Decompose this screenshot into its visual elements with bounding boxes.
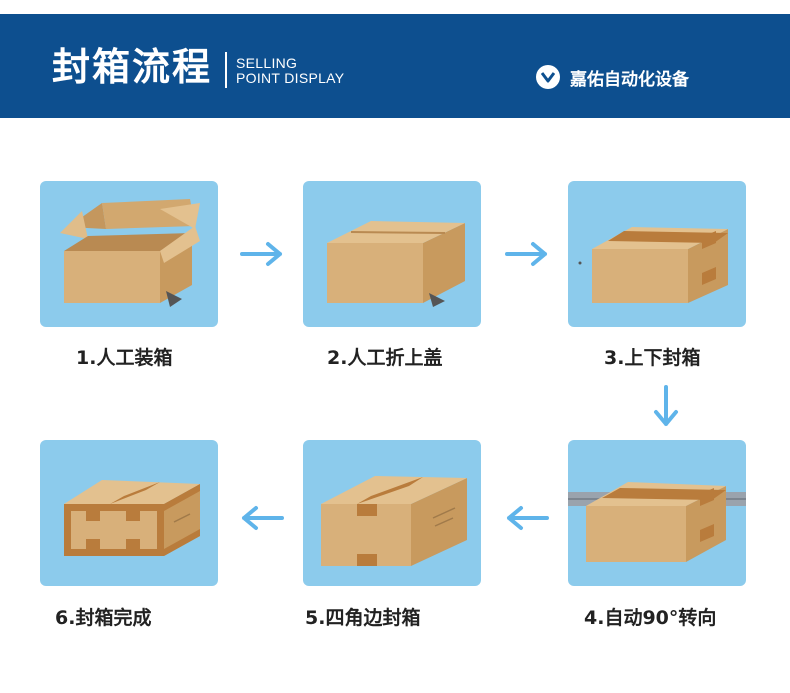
- step-5-label: 5.四角边封箱: [305, 607, 421, 629]
- arrow-right-icon: [505, 242, 547, 266]
- page-title: 封箱流程: [52, 45, 213, 89]
- corner-taped-box-illustration: [321, 476, 467, 566]
- brand: 嘉佑自动化设备: [536, 64, 689, 90]
- step-5-panel: [303, 440, 481, 586]
- rotating-box-illustration: [568, 482, 746, 562]
- subtitle-line-1: SELLING: [236, 55, 298, 71]
- subtitle: SELLING POINT DISPLAY: [236, 56, 344, 86]
- brand-name: 嘉佑自动化设备: [570, 69, 689, 90]
- step-1-label: 1.人工装箱: [76, 347, 173, 369]
- step-2-label: 2.人工折上盖: [327, 347, 443, 369]
- arrow-down-icon: [654, 385, 678, 426]
- arrow-right-icon: [240, 242, 282, 266]
- folded-box-illustration: [327, 221, 465, 307]
- open-box-illustration: [60, 199, 200, 307]
- title-divider: [225, 52, 227, 88]
- step-6-label: 6.封箱完成: [55, 607, 152, 629]
- step-3-panel: [568, 181, 746, 327]
- step-2-panel: [303, 181, 481, 327]
- sealed-box-illustration: [64, 480, 200, 556]
- subtitle-line-2: POINT DISPLAY: [236, 70, 345, 86]
- step-1-panel: [40, 181, 218, 327]
- arrow-left-icon: [507, 506, 549, 530]
- step-3-label: 3.上下封箱: [604, 347, 701, 369]
- header-banner: 封箱流程 SELLING POINT DISPLAY 嘉佑自动化设备: [0, 14, 790, 118]
- step-6-panel: [40, 440, 218, 586]
- step-4-panel: [568, 440, 746, 586]
- step-4-label: 4.自动90°转向: [584, 607, 717, 629]
- arrow-left-icon: [242, 506, 284, 530]
- taped-box-illustration: [578, 227, 728, 303]
- chevron-down-icon: [536, 65, 560, 89]
